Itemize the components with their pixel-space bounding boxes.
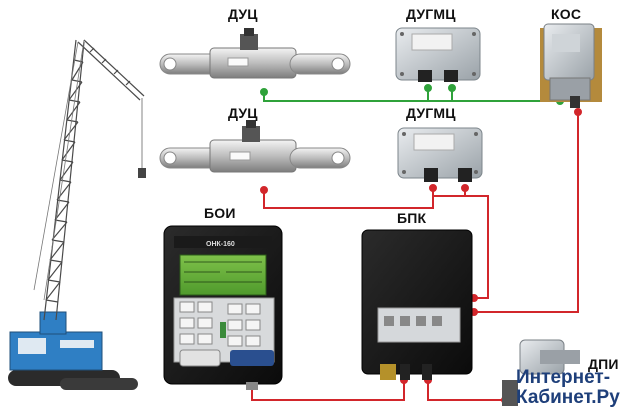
- load-cell-bottom: [159, 120, 351, 173]
- angle-sensor-top: [395, 27, 481, 82]
- angle-sensor-bottom: [397, 127, 483, 182]
- display-unit-boi: [163, 225, 283, 390]
- label-dugmc-bottom: ДУГМЦ: [406, 105, 456, 121]
- label-duc-top: ДУЦ: [228, 6, 258, 22]
- green-wires: [260, 84, 564, 105]
- label-dpi-partial: ДПИ: [588, 356, 619, 372]
- watermark-line1: Интернет-: [516, 367, 611, 388]
- control-box-bpk: [361, 229, 473, 380]
- crane-image: [8, 39, 146, 390]
- limit-switch-kos: [540, 23, 602, 108]
- label-boi: БОИ: [204, 205, 236, 221]
- watermark: Интернет- Кабинет.Ру: [516, 368, 620, 408]
- load-cell-top: [159, 28, 351, 79]
- label-kos: КОС: [551, 6, 582, 22]
- device-model-text: ОНК-160: [206, 241, 235, 248]
- sensor-dpi-partial: [502, 339, 580, 406]
- watermark-line2: Кабинет.Ру: [516, 387, 620, 408]
- label-duc-bottom: ДУЦ: [228, 105, 258, 121]
- label-bpk: БПК: [397, 210, 427, 226]
- label-dugmc-top: ДУГМЦ: [406, 6, 456, 22]
